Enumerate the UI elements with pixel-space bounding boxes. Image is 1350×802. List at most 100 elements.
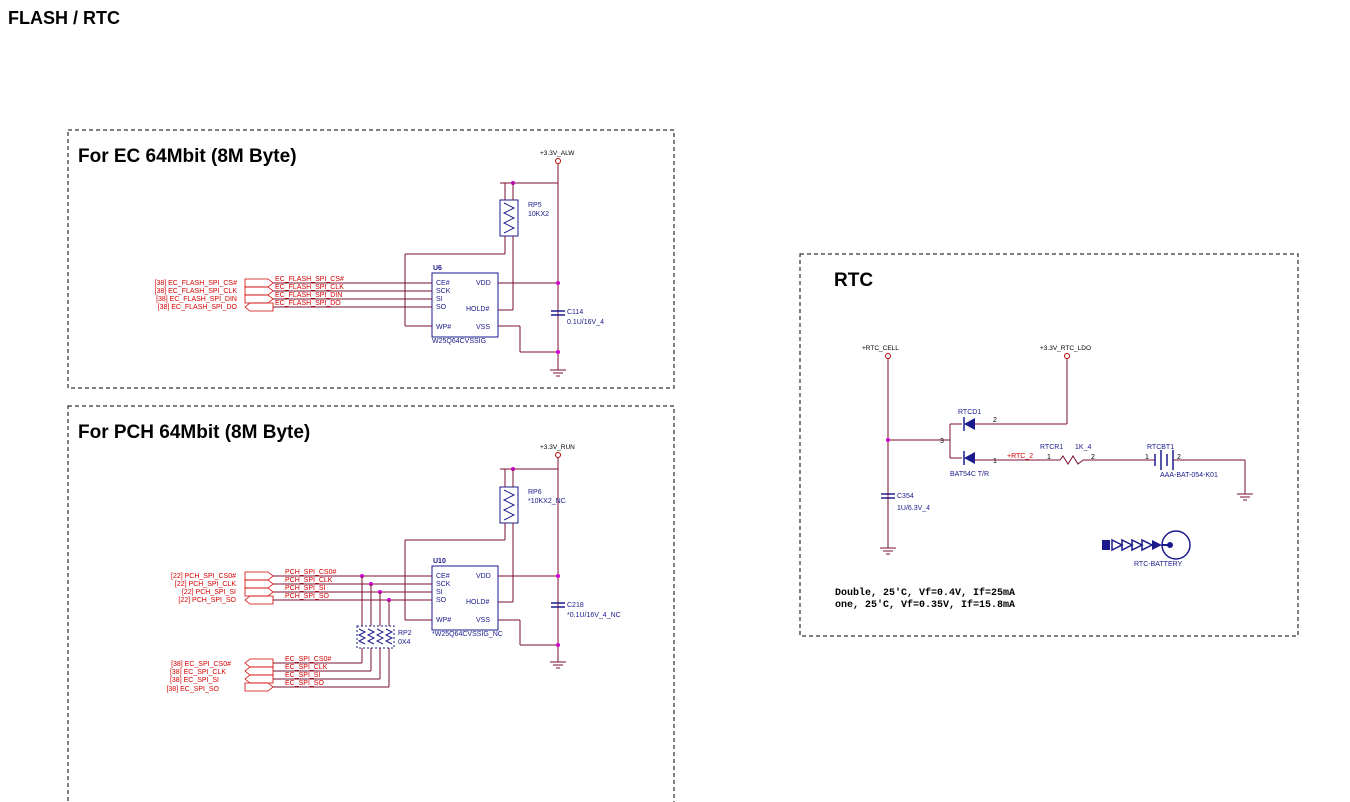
rtc-cell-rail-symbol — [885, 353, 891, 359]
pch-ec-port-arrow-icon — [244, 682, 274, 692]
rtc-bat-part: AAA-BAT-054-K01 — [1160, 472, 1218, 479]
pch-pin-si: SI — [436, 589, 443, 596]
pch-port-arrow-icon — [244, 595, 274, 605]
pch-pin-vdd: VDD — [476, 573, 491, 580]
pch-ec-port-arrow-icon — [244, 674, 274, 684]
pch-rp2-zigzag — [384, 628, 394, 645]
pch-rail-label: +3.3V_RUN — [540, 444, 575, 451]
pch-c218-ref: C218 — [567, 602, 584, 609]
pch-net-label: PCH_SPI_SI — [285, 585, 326, 592]
rtc-block: RTC +RTC_CELL 3 +3.3V_RTC_LDO RTCD1 BAT5… — [799, 253, 1299, 637]
pch-ext-label: [22] PCH_SPI_SO — [178, 597, 236, 604]
rtc-pin: 1 — [1047, 454, 1051, 461]
ec-c114-ref: C114 — [567, 309, 583, 316]
pch-flash-block: For PCH 64Mbit (8M Byte) +3.3V_RUN RP6 *… — [67, 405, 675, 802]
ec-pin-wp: WP# — [436, 324, 451, 331]
pch-flash-frame — [67, 405, 675, 802]
pch-port-arrow-icon — [244, 571, 274, 581]
ec-rp5-ref: RP5 — [528, 202, 542, 209]
pch-ec-net-label: EC_SPI_SO — [285, 680, 324, 687]
pch-c218-value: *0.1U/16V_4_NC — [567, 612, 621, 619]
rtc-pin: 1 — [1145, 454, 1149, 461]
ec-ext-label: [38] EC_FLASH_SPI_DO — [158, 304, 238, 311]
ec-ext-label: [38] EC_FLASH_SPI_DIN — [156, 296, 237, 303]
ec-junction — [556, 350, 560, 354]
pch-ec-ext-label: [38] EC_SPI_SI — [170, 677, 219, 684]
pch-ec-net-label: EC_SPI_SI — [285, 672, 320, 679]
pch-junction — [556, 643, 560, 647]
ec-rp5-body — [499, 199, 519, 237]
ec-pin-vdd: VDD — [476, 280, 491, 287]
rtc-heading: RTC — [834, 270, 873, 291]
rtc-c354-ref: C354 — [897, 493, 914, 500]
rtc-frame — [799, 253, 1299, 637]
pch-ec-ext-label: [38] EC_SPI_SO — [166, 686, 219, 693]
pch-u10-ref: U10 — [433, 558, 446, 565]
pch-u10-chip — [431, 565, 499, 631]
pch-ec-net-label: EC_SPI_CLK — [285, 664, 328, 671]
page-title: FLASH / RTC — [8, 8, 120, 28]
pch-pin-sck: SCK — [436, 581, 451, 588]
ec-pin-hold: HOLD# — [466, 306, 489, 313]
pch-port-arrow-icon — [244, 587, 274, 597]
ec-port-arrow-icon — [244, 294, 274, 304]
ec-pin-si: SI — [436, 296, 443, 303]
rtc-diode-part: BAT54C T/R — [950, 471, 989, 478]
pch-ec-net-labels: EC_SPI_CS0# EC_SPI_CLK EC_SPI_SI EC_SPI_… — [285, 656, 331, 687]
pch-ext-label: [22] PCH_SPI_SI — [182, 589, 236, 596]
ec-ext-labels: [38] EC_FLASH_SPI_CS# [38] EC_FLASH_SPI_… — [155, 280, 238, 311]
rtc-cell-rail-label: +RTC_CELL — [862, 345, 899, 352]
rtc-ldo-rail-symbol — [1064, 353, 1070, 359]
pch-u10-part: *W25Q64CVSSIG_NC — [432, 631, 503, 638]
pch-ext-labels: [22] PCH_SPI_CS0# [22] PCH_SPI_CLK [22] … — [171, 573, 237, 604]
pch-junction — [556, 574, 560, 578]
rtc-diode-pin: 2 — [993, 417, 997, 424]
ec-pin-vss: VSS — [476, 324, 490, 331]
pch-ec-port-arrow-icon — [244, 666, 274, 676]
pch-pin-wp: WP# — [436, 617, 451, 624]
ec-port-arrow-icon — [244, 302, 274, 312]
rtc-diode-ref: RTCD1 — [958, 409, 981, 416]
ec-c114-value: 0.1U/16V_4 — [567, 319, 604, 326]
pch-ext-label: [22] PCH_SPI_CS0# — [171, 573, 236, 580]
pch-rp6-value: *10KX2_NC — [528, 498, 566, 505]
ec-net-label: EC_FLASH_SPI_DO — [275, 300, 341, 307]
ec-rail-label: +3.3V_ALW — [540, 150, 575, 157]
pch-rp2-value: 0X4 — [398, 639, 411, 646]
ec-flash-heading: For EC 64Mbit (8M Byte) — [78, 146, 297, 167]
rtc-res-ref: RTCR1 — [1040, 444, 1063, 451]
pch-rp6-zigzag — [502, 489, 516, 521]
pch-flash-heading: For PCH 64Mbit (8M Byte) — [78, 422, 310, 443]
pch-ec-port-arrow-icon — [244, 658, 274, 668]
rtc-pin: 1 — [993, 458, 997, 465]
pch-rp2-body — [356, 625, 395, 649]
ec-rp5-zigzag — [502, 202, 516, 234]
pch-pin-hold: HOLD# — [466, 599, 489, 606]
pch-rp6-ref: RP6 — [528, 489, 542, 496]
ec-flash-frame — [67, 129, 675, 389]
ec-net-label: EC_FLASH_SPI_CLK — [275, 284, 344, 291]
pch-rail-symbol — [555, 452, 561, 458]
ec-pin-so: SO — [436, 304, 447, 311]
ec-rp5-value: 10KX2 — [528, 211, 549, 218]
pch-rp6-body — [499, 486, 519, 524]
ec-junction — [556, 281, 560, 285]
rtc-pin: 2 — [1091, 454, 1095, 461]
pch-ec-ext-label: [38] EC_SPI_CS0# — [171, 661, 231, 668]
ec-net-label: EC_FLASH_SPI_CS# — [275, 276, 344, 283]
ec-u6-ref: U6 — [433, 265, 442, 272]
rtc-note-line2: one, 25'C, Vf=0.35V, If=15.8mA — [835, 599, 1015, 611]
ec-pin-sck: SCK — [436, 288, 451, 295]
rtc-bat-ref: RTCBT1 — [1147, 444, 1174, 451]
pch-net-labels: PCH_SPI_CS0# PCH_SPI_CLK PCH_SPI_SI PCH_… — [285, 569, 336, 600]
pch-net-label: PCH_SPI_SO — [285, 593, 330, 600]
ec-port-arrow-icon — [244, 286, 274, 296]
pch-port-arrow-icon — [244, 579, 274, 589]
pch-ec-ext-labels: [38] EC_SPI_CS0# [38] EC_SPI_CLK [38] EC… — [166, 661, 231, 693]
rtc-c354-value: 1U/6.3V_4 — [897, 505, 930, 512]
rtc-pin: 2 — [1177, 454, 1181, 461]
rtc-resistor-icon — [1059, 455, 1084, 465]
rtc-ldo-rail-label: +3.3V_RTC_LDO — [1040, 345, 1091, 352]
ec-net-labels: EC_FLASH_SPI_CS# EC_FLASH_SPI_CLK EC_FLA… — [275, 276, 344, 307]
pch-net-label: PCH_SPI_CLK — [285, 577, 333, 584]
